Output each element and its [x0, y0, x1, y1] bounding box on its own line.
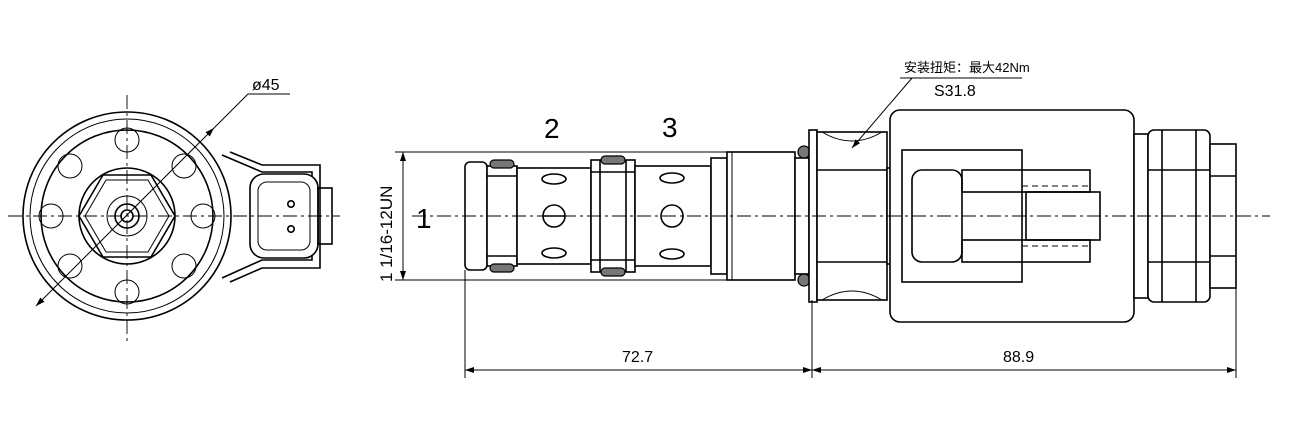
diameter-leader: [213, 93, 249, 129]
port-2-hole-bottom: [541, 247, 567, 259]
port-1-label: 1: [416, 203, 432, 234]
o-ring-2-top: [600, 155, 626, 165]
hex-leader-line: [851, 77, 913, 149]
connector-pin-2: [286, 225, 295, 234]
o-ring-1-top: [489, 159, 515, 169]
port-2-hole-top: [541, 173, 567, 185]
o-ring-1-bottom: [489, 263, 515, 273]
hex-size-label: S31.8: [934, 83, 976, 100]
diameter-label: ø45: [252, 77, 280, 94]
thread-label: 1 1/16-12UN: [377, 186, 396, 282]
torque-label: 安装扭矩：最大42Nm: [904, 60, 1030, 75]
o-ring-2-bottom: [600, 267, 626, 277]
port-3-hole-bottom: [659, 248, 685, 260]
port-3-hole-top: [659, 172, 685, 184]
side-view: 1 1/16-12UN 1 2 3 安装扭矩：最大42Nm S31.8 72.7…: [377, 60, 1270, 378]
hex-body: [816, 131, 888, 301]
coil-length-label: 88.9: [1003, 349, 1034, 366]
connector-housing-outer: [229, 151, 321, 283]
cartridge-length-label: 72.7: [622, 349, 653, 366]
diameter-dimension-line: [35, 127, 215, 307]
end-view: ø45: [8, 77, 340, 342]
connector-pin-1: [286, 200, 295, 209]
port-3-label: 3: [662, 112, 678, 143]
port-2-label: 2: [544, 113, 560, 144]
